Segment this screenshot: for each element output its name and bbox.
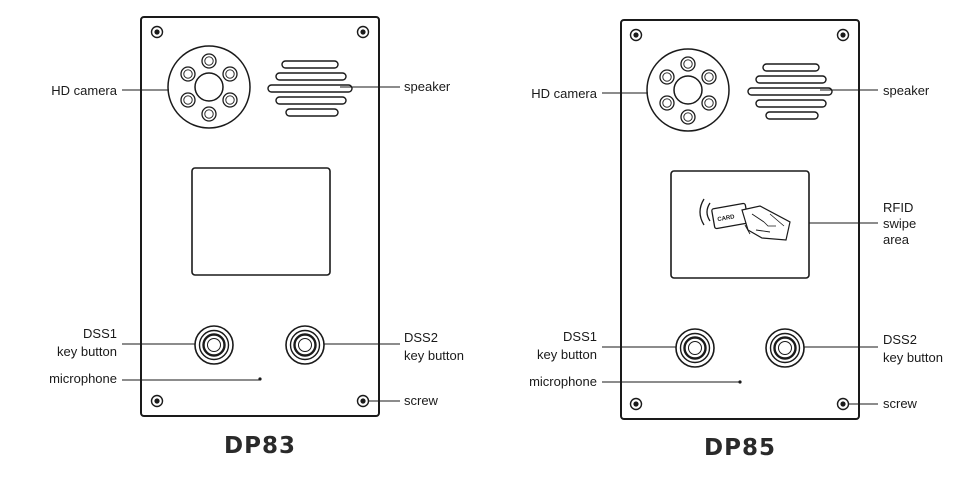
dp83-speaker-grille: [267, 60, 353, 117]
rfid-card-icon: CARD: [699, 198, 791, 241]
dp85-rfid-label-line2: swipe: [883, 216, 916, 231]
dp83-window: [191, 167, 331, 276]
dp83-dss1-button: [193, 324, 235, 366]
dp85-screw-top-left: [629, 28, 643, 42]
dp85-dss2-label-line2: key button: [883, 350, 943, 365]
dp83-dss2-button: [284, 324, 326, 366]
dp85-dss1-label-line2: key button: [537, 347, 597, 362]
dp85-speaker-label: speaker: [883, 83, 930, 98]
rfid-card-text: CARD: [717, 214, 736, 223]
dp83-dss1-label-line2: key button: [57, 344, 117, 359]
dp85-hd-camera: [646, 48, 730, 132]
dp85-speaker-grille: [747, 63, 833, 120]
dp83-hd-camera: [167, 45, 251, 129]
dp85-screw-top-right: [836, 28, 850, 42]
dp83-screw-top-right: [356, 25, 370, 39]
dp83-microphone-hole: [258, 377, 262, 381]
dp85-dss2-button: [764, 327, 806, 369]
dp83-model-title: DP83: [224, 433, 296, 459]
dp85-rfid-label-line3: area: [883, 232, 910, 247]
dp83-screw-bottom-left: [150, 394, 164, 408]
device-dp85: CARD HD camera speaker RFID swipe area D…: [529, 19, 943, 461]
dp83-screw-bottom-right: [356, 394, 370, 408]
dp85-hd-camera-label: HD camera: [531, 86, 598, 101]
dp85-microphone-hole: [738, 380, 742, 384]
dp85-screw-label: screw: [883, 396, 918, 411]
dp83-speaker-label: speaker: [404, 79, 451, 94]
dp83-dss2-label-line1: DSS2: [404, 330, 438, 345]
dp85-screw-bottom-right: [836, 397, 850, 411]
dp83-dss2-label-line2: key button: [404, 348, 464, 363]
dp85-dss2-label-line1: DSS2: [883, 332, 917, 347]
dp85-model-title: DP85: [704, 435, 776, 461]
dp83-screw-top-left: [150, 25, 164, 39]
dp85-dss1-button: [674, 327, 716, 369]
dp83-microphone-label: microphone: [49, 371, 117, 386]
dp85-dss1-label-line1: DSS1: [563, 329, 597, 344]
dp85-microphone-label: microphone: [529, 374, 597, 389]
device-dp83: HD camera speaker DSS1 key button DSS2 k…: [49, 16, 464, 459]
dp83-hd-camera-label: HD camera: [51, 83, 118, 98]
dp85-rfid-label-line1: RFID: [883, 200, 913, 215]
dp83-dss1-label-line1: DSS1: [83, 326, 117, 341]
dp85-screw-bottom-left: [629, 397, 643, 411]
dp83-screw-label: screw: [404, 393, 439, 408]
